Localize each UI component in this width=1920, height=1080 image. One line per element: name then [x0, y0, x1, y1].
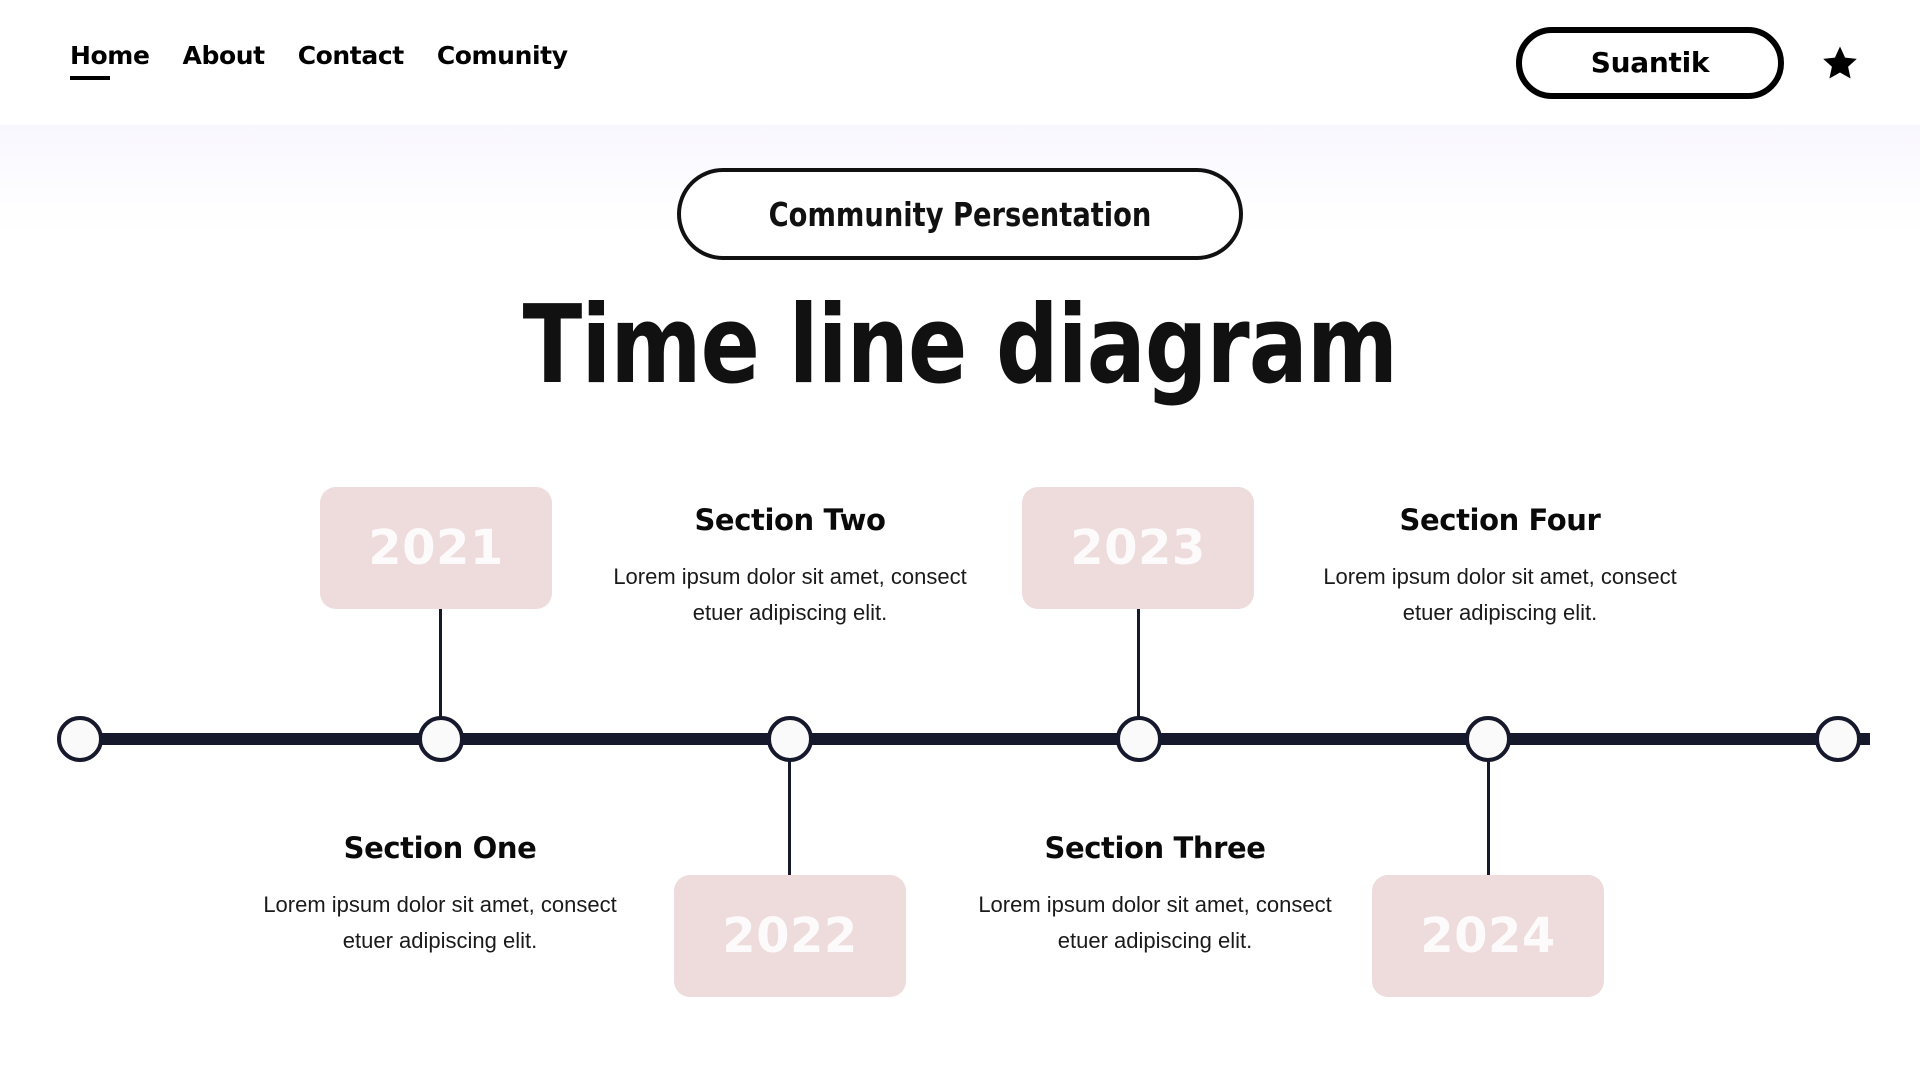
star-icon[interactable]	[1820, 44, 1860, 82]
navbar-right-cluster: Suantik	[1516, 0, 1920, 125]
page-title: Time line diagram	[522, 283, 1398, 408]
timeline-stem-2022	[788, 760, 791, 875]
timeline-axis	[80, 733, 1870, 745]
nav-link-contact[interactable]: Contact	[297, 41, 405, 70]
year-chip-2023: 2023	[1022, 487, 1254, 609]
section-body: Lorem ipsum dolor sit amet, consect etue…	[613, 563, 967, 626]
section-block-one: Section One Lorem ipsum dolor sit amet, …	[240, 831, 640, 959]
section-block-three: Section Three Lorem ipsum dolor sit amet…	[955, 831, 1355, 959]
section-body: Lorem ipsum dolor sit amet, consect etue…	[978, 891, 1332, 954]
section-title: Section Four	[1399, 503, 1601, 537]
year-chip-2021: 2021	[320, 487, 552, 609]
navbar: Home About Contact Comunity Suantik	[0, 0, 1920, 125]
section-body: Lorem ipsum dolor sit amet, consect etue…	[1323, 563, 1677, 626]
year-chip-2024: 2024	[1372, 875, 1604, 997]
badge-label: Community Persentation	[768, 194, 1152, 234]
timeline-node-4[interactable]	[1465, 716, 1511, 762]
timeline-node-end[interactable]	[1815, 716, 1861, 762]
year-label: 2022	[722, 908, 858, 964]
year-label: 2024	[1420, 908, 1556, 964]
section-block-two: Section Two Lorem ipsum dolor sit amet, …	[590, 503, 990, 631]
nav-link-comunity[interactable]: Comunity	[436, 41, 568, 70]
section-title: Section One	[343, 831, 537, 865]
nav-links: Home About Contact Comunity	[70, 41, 568, 84]
hero-section: Community Persentation Time line diagram	[0, 125, 1920, 400]
timeline-stem-2021	[439, 609, 442, 719]
section-block-four: Section Four Lorem ipsum dolor sit amet,…	[1300, 503, 1700, 631]
timeline-node-start[interactable]	[57, 716, 103, 762]
nav-link-home[interactable]: Home	[70, 41, 150, 84]
community-presentation-badge[interactable]: Community Persentation	[677, 168, 1243, 260]
year-label: 2021	[368, 520, 504, 576]
brand-button[interactable]: Suantik	[1516, 26, 1784, 99]
section-title: Section Two	[694, 503, 886, 537]
timeline-stem-2024	[1487, 760, 1490, 875]
timeline-node-1[interactable]	[418, 716, 464, 762]
section-title: Section Three	[1044, 831, 1266, 865]
timeline-stem-2023	[1137, 609, 1140, 719]
section-body: Lorem ipsum dolor sit amet, consect etue…	[263, 891, 617, 954]
year-label: 2023	[1070, 520, 1206, 576]
nav-link-about[interactable]: About	[182, 41, 266, 70]
timeline-node-3[interactable]	[1116, 716, 1162, 762]
year-chip-2022: 2022	[674, 875, 906, 997]
timeline-node-2[interactable]	[767, 716, 813, 762]
